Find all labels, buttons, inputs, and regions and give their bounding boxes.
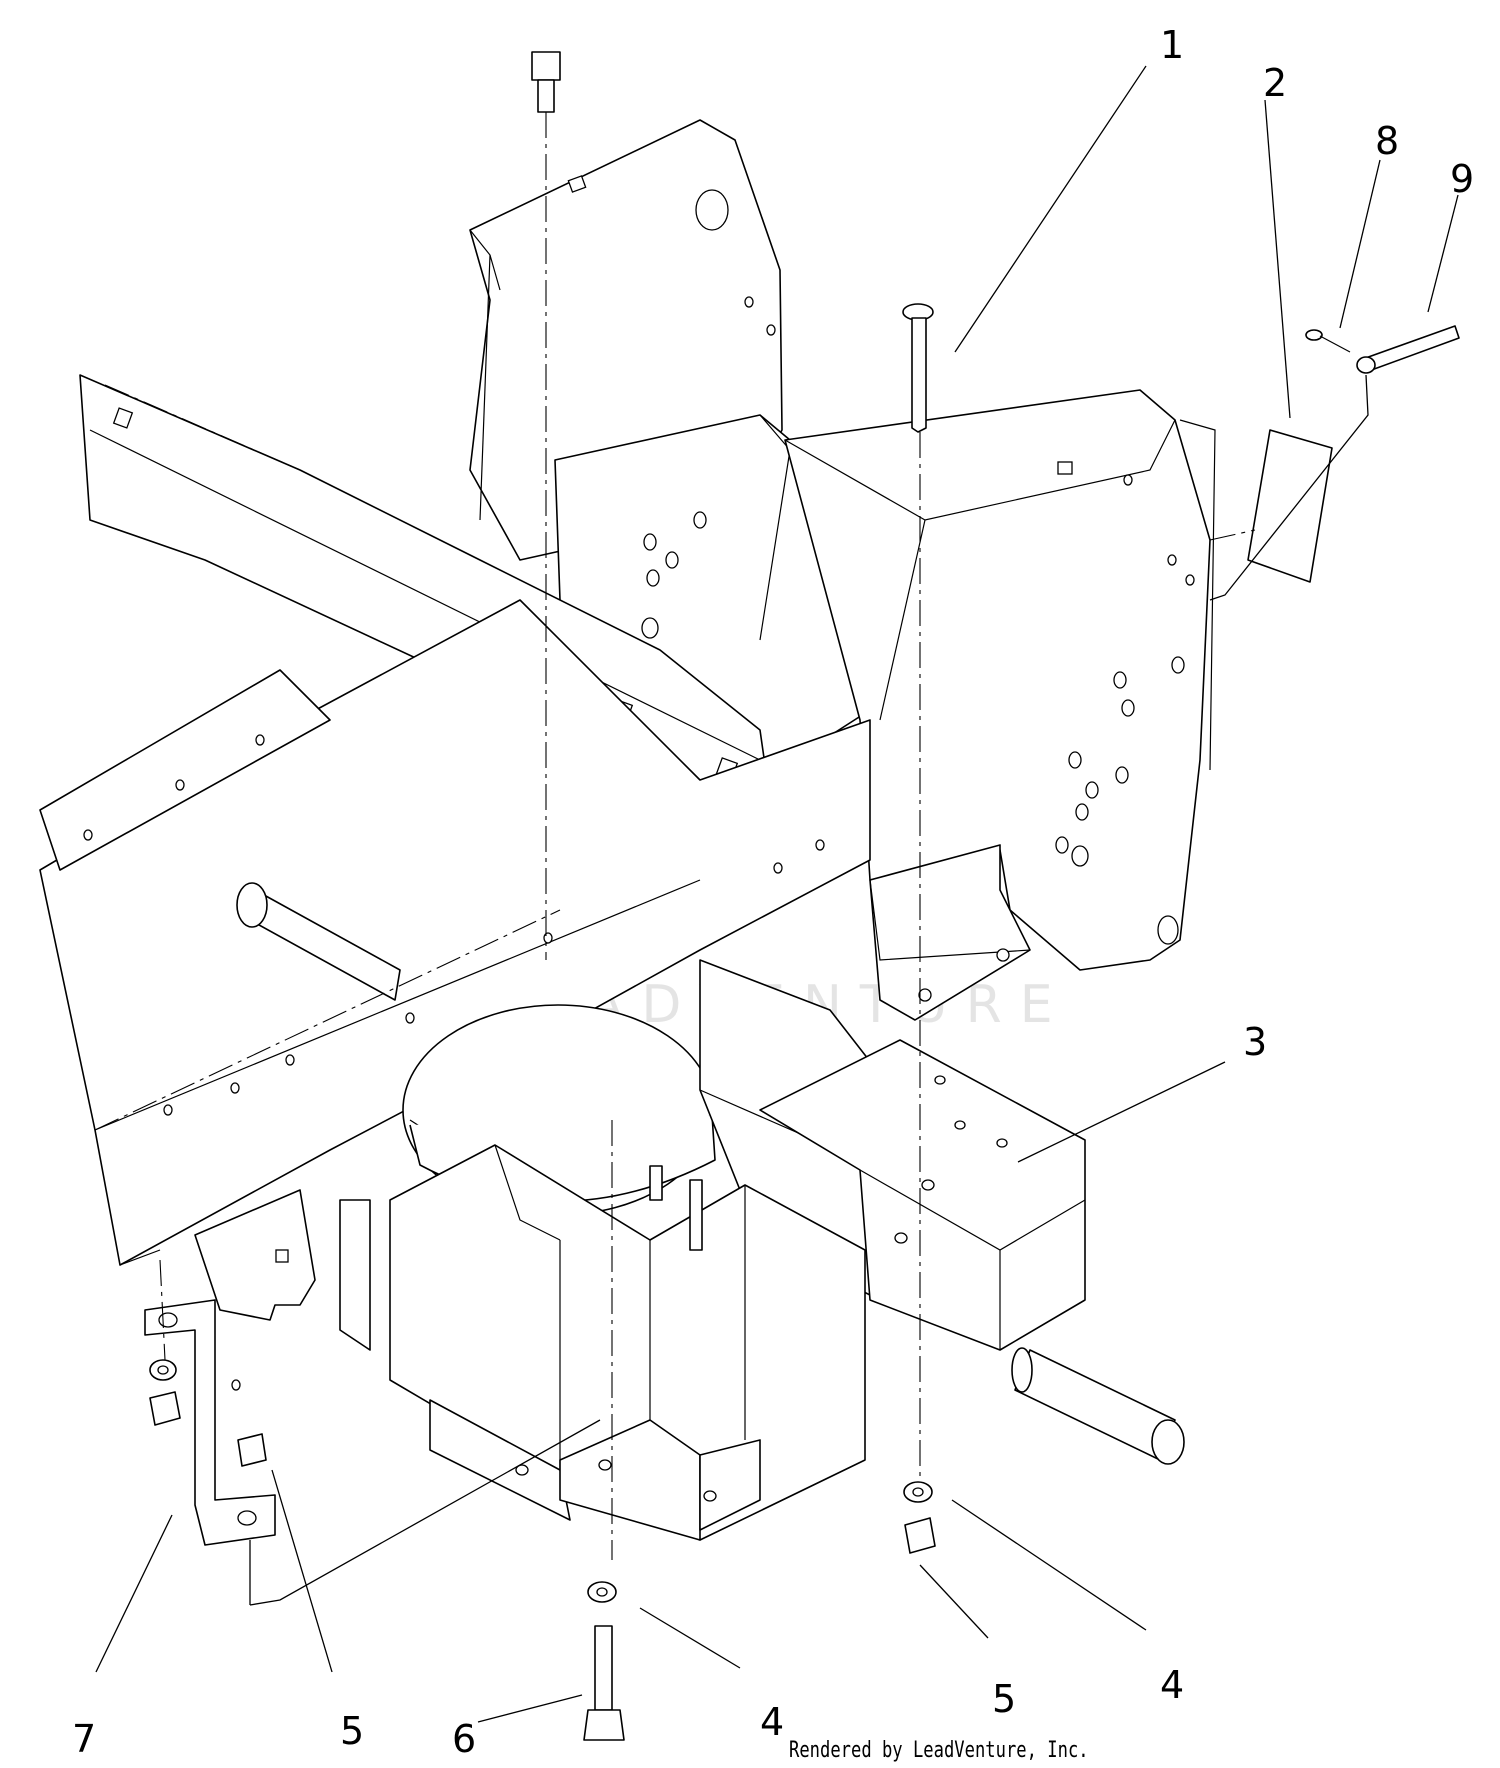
bracket-part-7 (144, 1299, 276, 1546)
main-side-rail (39, 599, 871, 1266)
left-washer (149, 1359, 177, 1381)
callout-9: 9 (1450, 157, 1474, 201)
right-angle-bracket (869, 844, 1031, 1021)
transaxle-body (389, 1144, 866, 1541)
right-washer (903, 1481, 933, 1503)
callout-7: 7 (72, 1717, 96, 1761)
callout-5-left: 5 (340, 1709, 364, 1753)
right-hex-nut (904, 1517, 936, 1554)
left-hex-nut-2 (237, 1433, 267, 1467)
left-axle-stub (236, 882, 401, 1001)
callout-6: 6 (452, 1717, 476, 1761)
front-left-bracket (194, 1189, 371, 1351)
callout-leaders (95, 65, 1459, 1723)
callout-3: 3 (1243, 1020, 1267, 1064)
decal-plate (1247, 429, 1333, 583)
cable-end (1356, 325, 1460, 374)
dowel-pins (649, 1165, 703, 1251)
callout-4-center: 4 (760, 1700, 784, 1744)
callout-labels: 1 2 3 4 4 5 5 6 7 8 9 (72, 23, 1474, 1761)
render-credit: Rendered by LeadVenture, Inc. (789, 1738, 1089, 1763)
clevis-pin (902, 303, 934, 433)
assembly-centerlines (94, 112, 1369, 1606)
top-left-bolt (531, 51, 561, 113)
callout-2: 2 (1263, 61, 1287, 105)
axle-housing-bar (759, 1039, 1086, 1351)
cotter-pin (1305, 329, 1351, 353)
callout-8: 8 (1375, 119, 1399, 163)
callout-5-right: 5 (992, 1677, 1016, 1721)
right-axle-shaft (1011, 1347, 1185, 1465)
center-washer (587, 1581, 617, 1603)
callout-4-right: 4 (1160, 1663, 1184, 1707)
left-hex-nut-1 (149, 1391, 181, 1426)
callout-1: 1 (1160, 23, 1184, 67)
lower-bolt (583, 1625, 625, 1741)
